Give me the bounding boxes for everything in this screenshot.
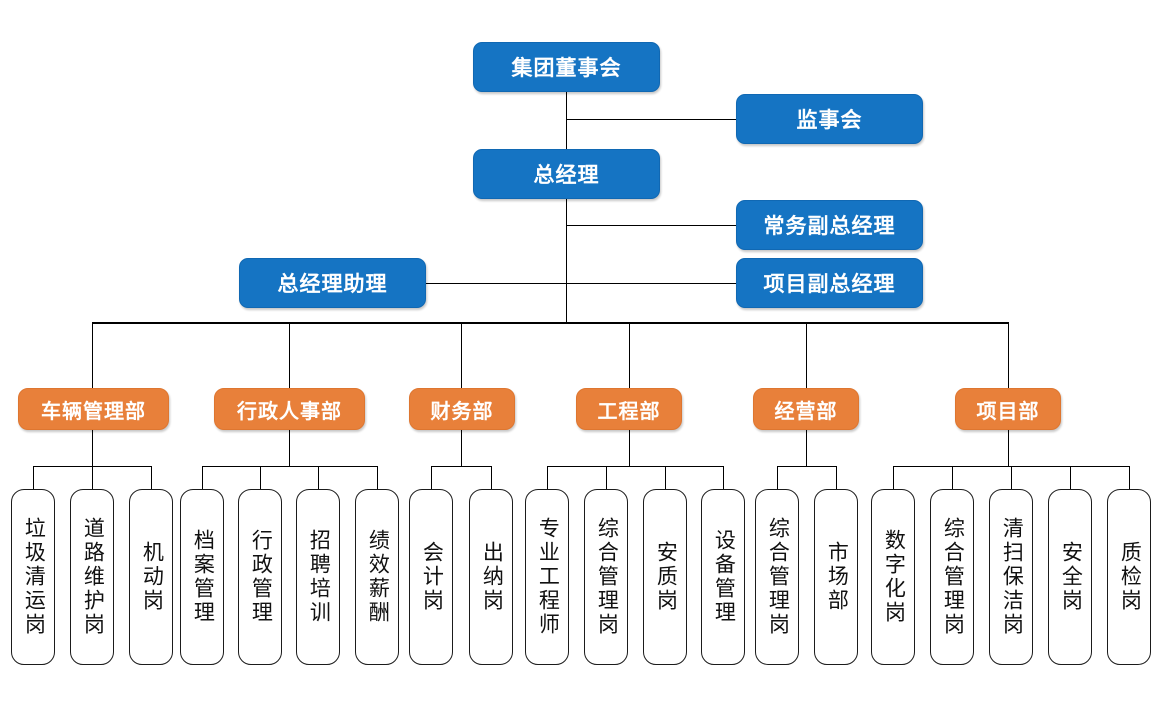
leaf-label: 数字化岗 (882, 529, 906, 625)
leaf-label: 招聘培训 (307, 529, 331, 625)
leaf-label: 质检岗 (1118, 541, 1142, 613)
leaf-box-flexible-duty[interactable]: 机动岗 (129, 489, 173, 665)
connector-dept1-leaf-2 (92, 466, 93, 489)
connector-drop-dept-4 (629, 322, 630, 388)
node-department-admin-hr[interactable]: 行政人事部 (214, 388, 365, 430)
connector-drop-dept-5 (806, 322, 807, 388)
connector-dept4-leaf-3 (665, 466, 666, 489)
node-department-operations[interactable]: 经营部 (753, 388, 859, 430)
connector-dept1-leaf-3 (151, 466, 152, 489)
connector-dept5-leaf-2 (836, 466, 837, 489)
leaf-label: 道路维护岗 (81, 517, 105, 637)
leaf-box-digitalization[interactable]: 数字化岗 (871, 489, 915, 665)
node-general-manager[interactable]: 总经理 (473, 149, 660, 199)
connector-dept6-leaf-2 (952, 466, 953, 489)
leaf-label: 档案管理 (191, 529, 215, 625)
leaf-box-professional-engineer[interactable]: 专业工程师 (525, 489, 569, 665)
leaf-label: 机动岗 (140, 541, 164, 613)
leaf-box-operations-general-management[interactable]: 综合管理岗 (755, 489, 799, 665)
connector-board-to-gm (566, 92, 567, 150)
leaf-label: 出纳岗 (480, 541, 504, 613)
node-executive-vice-gm[interactable]: 常务副总经理 (736, 200, 923, 250)
connector-dept2-bus (202, 466, 377, 467)
node-department-vehicle-management[interactable]: 车辆管理部 (18, 388, 169, 430)
connector-dept4-leaf-4 (723, 466, 724, 489)
connector-drop-dept-1 (92, 322, 93, 388)
connector-drop-dept-3 (461, 322, 462, 388)
leaf-box-road-maintenance[interactable]: 道路维护岗 (70, 489, 114, 665)
connector-gm-to-supervisory-board (566, 119, 736, 120)
leaf-box-safety-quality[interactable]: 安质岗 (643, 489, 687, 665)
leaf-box-administrative-management[interactable]: 行政管理 (238, 489, 282, 665)
connector-dept2-stem (289, 426, 290, 466)
node-supervisory-board[interactable]: 监事会 (736, 94, 923, 144)
connector-gm-to-gm-assistant (425, 283, 567, 284)
connector-dept2-leaf-1 (202, 466, 203, 489)
connector-dept4-leaf-2 (606, 466, 607, 489)
connector-dept6-leaf-5 (1129, 466, 1130, 489)
connector-drop-dept-2 (289, 322, 290, 388)
leaf-box-cashier[interactable]: 出纳岗 (469, 489, 513, 665)
leaf-box-quality-inspection[interactable]: 质检岗 (1107, 489, 1151, 665)
leaf-box-performance-compensation[interactable]: 绩效薪酬 (355, 489, 399, 665)
leaf-box-safety[interactable]: 安全岗 (1048, 489, 1092, 665)
leaf-box-project-general-management[interactable]: 综合管理岗 (930, 489, 974, 665)
connector-dept3-leaf-2 (491, 466, 492, 489)
leaf-box-engineering-general-management[interactable]: 综合管理岗 (584, 489, 628, 665)
leaf-label: 安质岗 (654, 541, 678, 613)
connector-dept2-leaf-3 (318, 466, 319, 489)
connector-gm-trunk (566, 199, 567, 323)
leaf-label: 绩效薪酬 (366, 529, 390, 625)
connector-dept4-leaf-1 (547, 466, 548, 489)
leaf-label: 会计岗 (420, 541, 444, 613)
connector-dept5-stem (806, 426, 807, 466)
leaf-label: 垃圾清运岗 (22, 517, 46, 637)
connector-dept1-stem (92, 426, 93, 466)
connector-drop-dept-6 (1008, 322, 1009, 388)
connector-dept6-stem (1008, 426, 1009, 466)
node-department-finance[interactable]: 财务部 (409, 388, 515, 430)
leaf-box-waste-transport[interactable]: 垃圾清运岗 (11, 489, 55, 665)
leaf-label: 专业工程师 (536, 517, 560, 637)
node-department-engineering[interactable]: 工程部 (576, 388, 682, 430)
leaf-box-equipment-management[interactable]: 设备管理 (701, 489, 745, 665)
leaf-label: 综合管理岗 (595, 517, 619, 637)
connector-gm-to-exec-vice-gm (566, 225, 736, 226)
leaf-label: 综合管理岗 (941, 517, 965, 637)
leaf-box-marketing[interactable]: 市场部 (814, 489, 858, 665)
connector-dept5-leaf-1 (777, 466, 778, 489)
node-gm-assistant[interactable]: 总经理助理 (239, 258, 426, 308)
connector-dept6-leaf-3 (1011, 466, 1012, 489)
leaf-box-cleaning-sanitation[interactable]: 清扫保洁岗 (989, 489, 1033, 665)
connector-dept2-leaf-4 (377, 466, 378, 489)
node-board[interactable]: 集团董事会 (473, 42, 660, 92)
connector-department-bus (92, 322, 1009, 324)
connector-dept3-bus (431, 466, 491, 467)
leaf-label: 市场部 (825, 541, 849, 613)
connector-dept5-bus (777, 466, 836, 467)
connector-gm-to-project-vice-gm (566, 283, 736, 284)
connector-dept6-leaf-1 (893, 466, 894, 489)
connector-dept6-leaf-4 (1070, 466, 1071, 489)
connector-dept3-stem (461, 426, 462, 466)
connector-dept4-bus (547, 466, 723, 467)
leaf-label: 清扫保洁岗 (1000, 517, 1024, 637)
leaf-label: 综合管理岗 (766, 517, 790, 637)
leaf-box-archive-management[interactable]: 档案管理 (180, 489, 224, 665)
connector-dept1-leaf-1 (33, 466, 34, 489)
connector-dept4-stem (629, 426, 630, 466)
leaf-label: 行政管理 (249, 529, 273, 625)
leaf-box-recruitment-training[interactable]: 招聘培训 (296, 489, 340, 665)
node-project-vice-gm[interactable]: 项目副总经理 (736, 258, 923, 308)
leaf-label: 设备管理 (712, 529, 736, 625)
connector-dept3-leaf-1 (431, 466, 432, 489)
leaf-label: 安全岗 (1059, 541, 1083, 613)
node-department-project[interactable]: 项目部 (955, 388, 1061, 430)
connector-dept2-leaf-2 (260, 466, 261, 489)
leaf-box-accounting[interactable]: 会计岗 (409, 489, 453, 665)
